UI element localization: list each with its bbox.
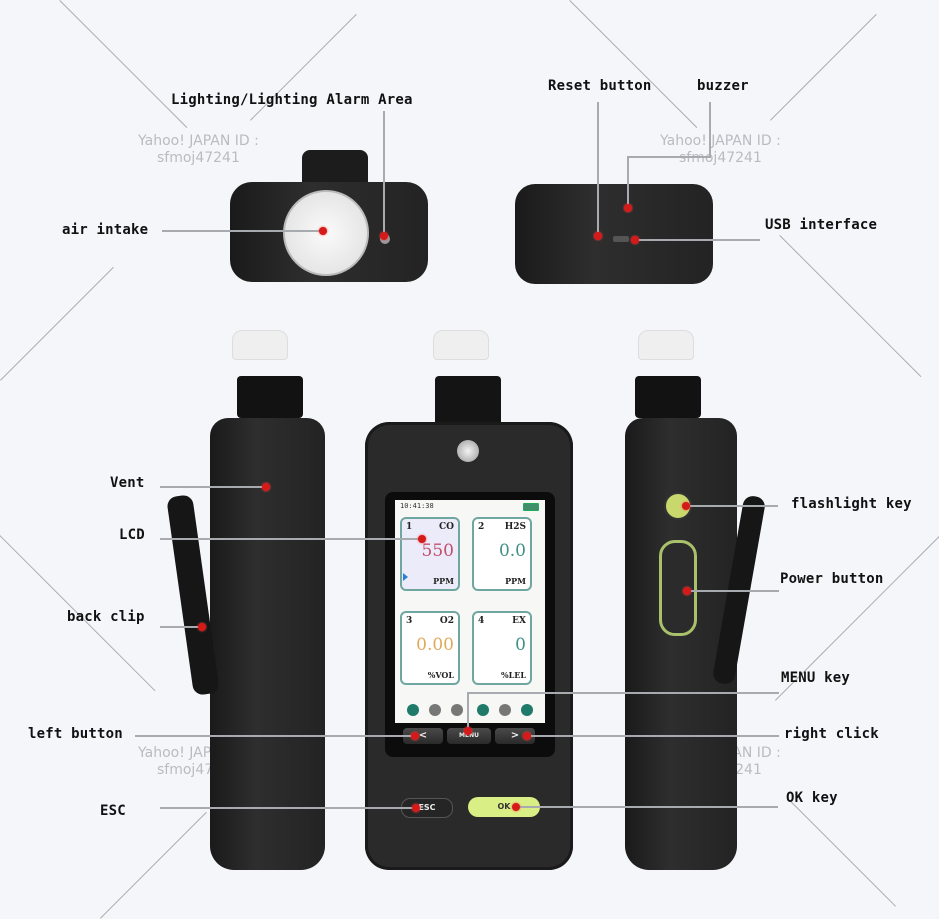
fan-icon[interactable]: [521, 704, 533, 716]
sensor-ring: [635, 376, 701, 418]
callout-line: [627, 156, 711, 158]
marker-dot: [631, 236, 639, 244]
watermark-line: [59, 0, 188, 128]
marker-dot: [682, 502, 690, 510]
watermark: Yahoo! JAPAN ID :sfmoj47241: [660, 133, 781, 166]
label-reset-button: Reset button: [548, 78, 652, 94]
clock: 10:41:38: [400, 502, 434, 510]
label-lcd: LCD: [119, 527, 145, 543]
label-power-button: Power button: [780, 571, 884, 587]
gas-channel-co[interactable]: 1 CO 550 PPM: [400, 517, 460, 591]
flashlight-lens: [457, 440, 479, 462]
marker-dot: [262, 483, 270, 491]
marker-dot: [624, 204, 632, 212]
callout-line: [160, 807, 416, 809]
watermark-line: [0, 266, 114, 381]
left-side-device: [166, 330, 330, 870]
marker-dot: [523, 732, 531, 740]
filter-cap: [433, 330, 489, 360]
watermark-line: [779, 235, 922, 378]
watermark-line: [569, 0, 698, 128]
menu-button[interactable]: MENU: [447, 728, 491, 744]
usb-port: [613, 236, 629, 242]
front-device: 10:41:38 1 CO 550 PPM 2 H2S 0.0 PPM 3 O2…: [365, 330, 575, 870]
label-ok-key: OK key: [786, 790, 838, 806]
filter-cap: [638, 330, 694, 360]
label-lighting-alarm-area: Lighting/Lighting Alarm Area: [171, 92, 413, 108]
sensor-cap: [302, 150, 368, 186]
gas-channel-h2s[interactable]: 2 H2S 0.0 PPM: [472, 517, 532, 591]
watermark-line: [770, 13, 877, 121]
label-vent: Vent: [110, 475, 145, 491]
marker-dot: [418, 535, 426, 543]
label-back-clip: back clip: [67, 609, 145, 625]
label-buzzer: buzzer: [697, 78, 749, 94]
rear-top-device: [515, 180, 715, 285]
top-view-device: [230, 150, 430, 285]
callout-line: [135, 735, 415, 737]
bluetooth-icon[interactable]: [451, 704, 463, 716]
marker-dot: [412, 804, 420, 812]
power-button[interactable]: [659, 540, 697, 636]
lcd-screen: 10:41:38 1 CO 550 PPM 2 H2S 0.0 PPM 3 O2…: [395, 500, 545, 723]
callout-line: [597, 102, 599, 236]
callout-line: [160, 486, 266, 488]
marker-dot: [594, 232, 602, 240]
callout-line: [467, 692, 469, 730]
marker-dot: [683, 587, 691, 595]
callout-line: [627, 156, 629, 208]
label-menu-key: MENU key: [781, 670, 851, 686]
callout-line: [160, 538, 422, 540]
device-rear-body: [515, 184, 713, 284]
label-right-click: right click: [784, 726, 879, 742]
selected-indicator-icon: [403, 573, 408, 581]
callout-line: [687, 590, 779, 592]
label-left-button: left button: [28, 726, 123, 742]
screen-toolbar: [395, 700, 545, 720]
callout-line: [160, 626, 202, 628]
speaker-icon[interactable]: [407, 704, 419, 716]
gas-channel-o2[interactable]: 3 O2 0.00 %VOL: [400, 611, 460, 685]
sensor-ring: [435, 376, 501, 426]
callout-line: [527, 735, 779, 737]
gas-channel-ex[interactable]: 4 EX 0 %LEL: [472, 611, 532, 685]
battery-icon: [523, 503, 539, 511]
ok-button[interactable]: OK: [468, 797, 540, 817]
callout-line: [467, 692, 779, 694]
watermark-line: [789, 800, 897, 907]
watermark: Yahoo! JAPAN ID :sfmoj47241: [138, 133, 259, 166]
label-air-intake: air intake: [62, 222, 149, 238]
callout-line: [635, 239, 760, 241]
print-icon[interactable]: [499, 704, 511, 716]
callout-line: [162, 230, 322, 232]
side-body: [210, 418, 325, 870]
marker-dot: [319, 227, 327, 235]
settings-icon[interactable]: [429, 704, 441, 716]
right-side-device: [620, 330, 780, 870]
callout-line: [709, 102, 711, 158]
callout-line: [516, 806, 778, 808]
marker-dot: [512, 803, 520, 811]
label-flashlight-key: flashlight key: [791, 496, 912, 512]
marker-dot: [380, 232, 388, 240]
marker-dot: [198, 623, 206, 631]
callout-line: [686, 505, 778, 507]
label-esc: ESC: [100, 803, 126, 819]
callout-line: [383, 111, 385, 235]
filter-cap: [232, 330, 288, 360]
sensor-ring: [237, 376, 303, 418]
label-usb-interface: USB interface: [765, 217, 878, 233]
marker-dot: [411, 732, 419, 740]
marker-dot: [464, 727, 472, 735]
camera-icon[interactable]: [477, 704, 489, 716]
